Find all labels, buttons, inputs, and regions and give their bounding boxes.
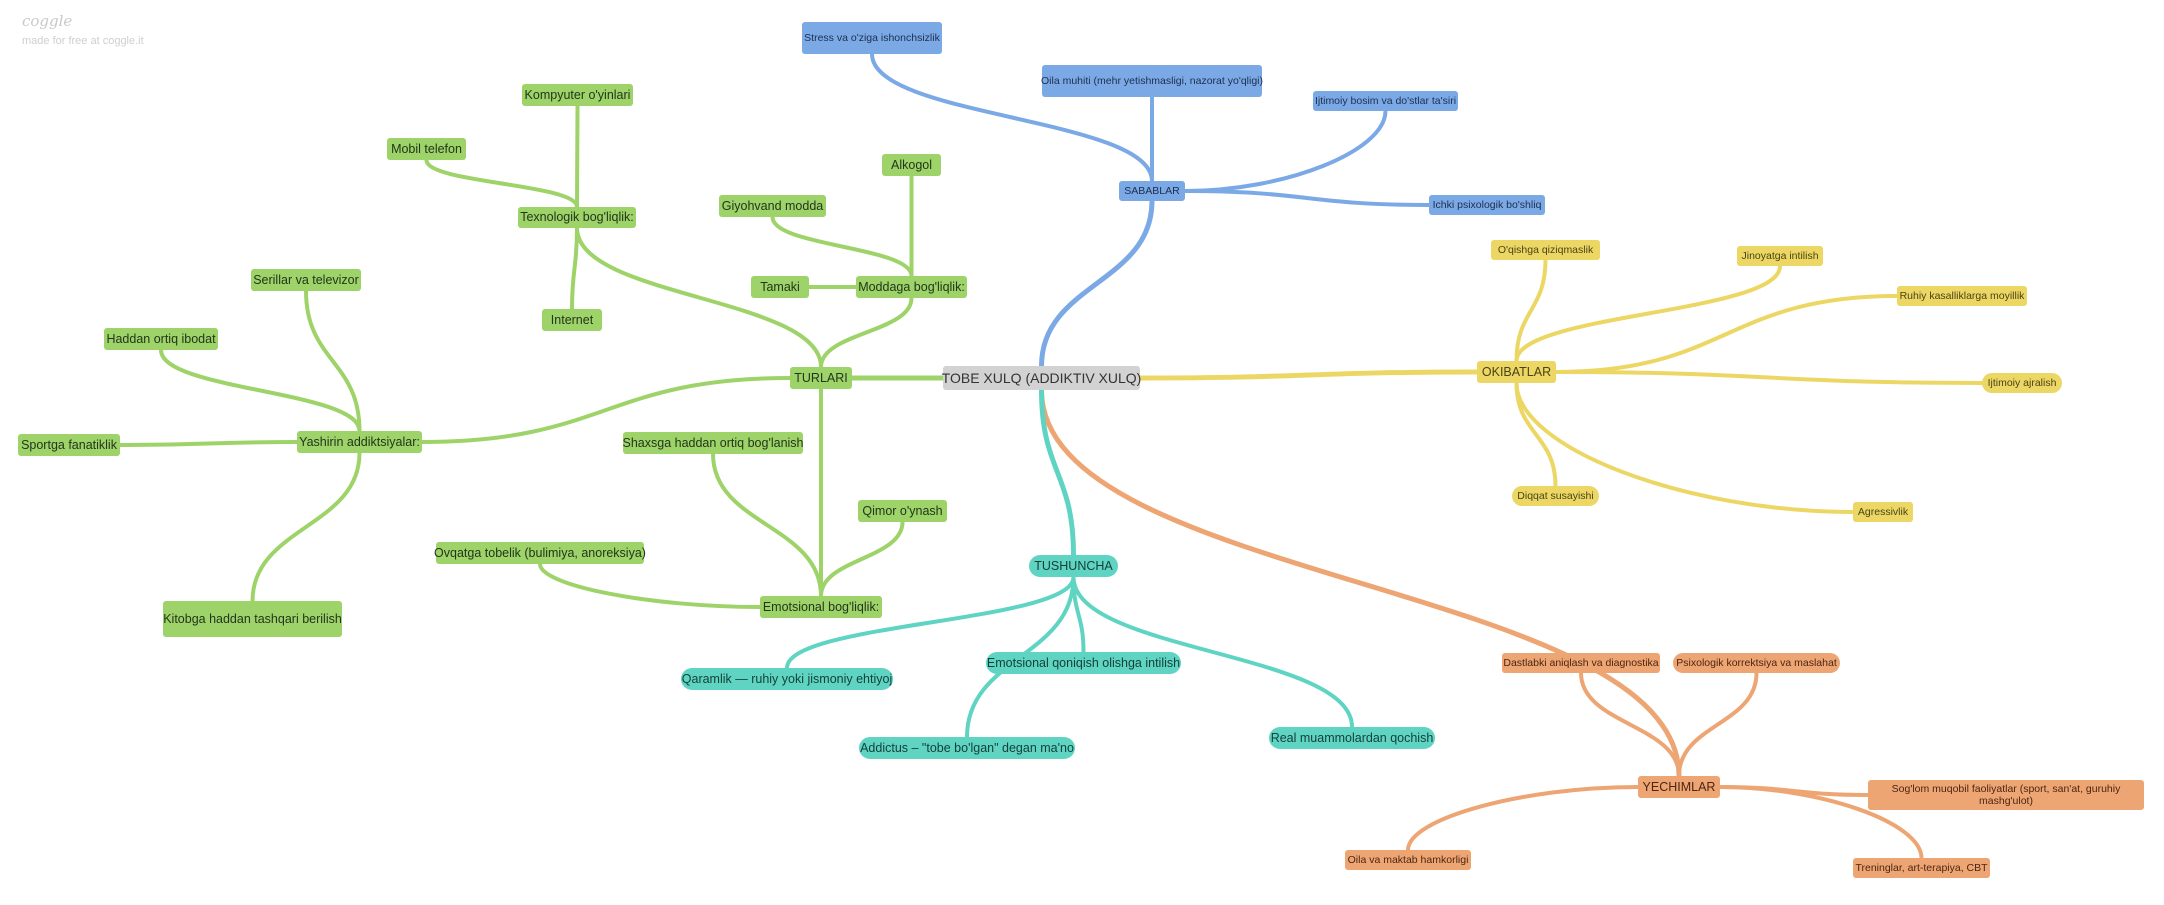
okibatlar-item[interactable]: Diqqat susayishi (1512, 486, 1599, 506)
connector-n-yec-n-yec1 (1677, 671, 1759, 778)
moddaga-item[interactable]: Tamaki (751, 276, 809, 298)
sabablar-item[interactable]: Stress va o'ziga ishonchsizlik (802, 22, 942, 54)
yechimlar-item[interactable]: Sog'lom muqobil faoliyatlar (sport, san'… (1868, 780, 2144, 810)
yashirin-item[interactable]: Serillar va televizor (251, 269, 361, 291)
sabablar-item[interactable]: Oila muhiti (mehr yetishmasligi, nazorat… (1041, 65, 1263, 97)
connector-n-oki-n-oki5 (1514, 381, 1558, 488)
coggle-logo: coggle (22, 12, 73, 30)
yashirin-item[interactable]: Kitobga haddan tashqari berilish (163, 601, 342, 637)
yechimlar-item[interactable]: Psixologik korrektsiya va maslahat (1673, 653, 1840, 673)
connector-n-oki-n-oki1 (1514, 264, 1782, 363)
connector-n-oki-n-oki2 (1554, 294, 1899, 374)
connector-n-yas-n-yas3 (250, 451, 362, 603)
connector-n-tex-n-tex0 (575, 104, 580, 209)
connector-n-central-n-yec (1039, 387, 1682, 779)
texnologik-item[interactable]: Kompyuter o'yinlari (522, 84, 633, 106)
connector-n-oki-n-oki0 (1514, 258, 1548, 363)
emotsional-item[interactable]: Shaxsga haddan ortiq bog'lanish (623, 432, 804, 454)
yashirin-item[interactable]: Sportga fanatiklik (18, 434, 120, 456)
sabablar-item[interactable]: Ichki psixologik bo'shliq (1429, 195, 1545, 215)
tushuncha-item[interactable]: Qaramlik — ruhiy yoki jismoniy ehtiyoj (681, 668, 893, 690)
turlari-texnologik[interactable]: Texnologik bog'liqlik: (518, 207, 636, 228)
branch-yechimlar[interactable]: YECHIMLAR (1638, 776, 1720, 798)
branch-turlari[interactable]: TURLARI (790, 367, 852, 389)
tushuncha-item[interactable]: Addictus – "tobe bo'lgan" degan ma'no (859, 737, 1075, 759)
connector-n-emo-n-emo0 (711, 452, 823, 598)
branch-tushuncha[interactable]: TUSHUNCHA (1029, 555, 1118, 577)
okibatlar-item[interactable]: O'qishga qiziqmaslik (1491, 240, 1600, 260)
branch-sabablar[interactable]: SABABLAR (1119, 181, 1185, 201)
connector-n-yas-n-yas1 (159, 348, 362, 433)
connector-n-tur-n-tex (575, 226, 823, 369)
sabablar-item[interactable]: Ijtimoiy bosim va do'stlar ta'siri (1313, 91, 1458, 111)
coggle-tagline: made for free at coggle.it (22, 35, 144, 47)
connector-n-tus-n-tus3 (1071, 575, 1354, 729)
connector-n-sab-n-sab0 (870, 52, 1154, 183)
connector-n-central-n-oki (1137, 369, 1480, 381)
turlari-yashirin[interactable]: Yashirin addiktsiyalar: (297, 431, 422, 453)
connector-n-oki-n-oki4 (1514, 381, 1855, 514)
central-node[interactable]: TOBE XULQ (ADDIKTIV XULQ) (942, 366, 1141, 390)
connector-n-emo-n-emo1 (819, 520, 905, 598)
connector-n-tur-n-mod (819, 296, 914, 369)
connector-n-oki-n-oki3 (1554, 370, 1984, 385)
turlari-emotsional[interactable]: Emotsional bog'liqlik: (760, 596, 882, 618)
tushuncha-item[interactable]: Real muammolardan qochish (1269, 727, 1435, 749)
okibatlar-item[interactable]: Ruhiy kasalliklarga moyillik (1897, 286, 2027, 306)
yechimlar-item[interactable]: Oila va maktab hamkorligi (1345, 850, 1471, 870)
connector-n-sab-n-sab2 (1183, 109, 1388, 193)
connector-n-tur-n-yas (420, 376, 792, 444)
connector-n-central-n-sab (1039, 198, 1155, 369)
connector-n-tex-n-tex2 (570, 226, 579, 311)
texnologik-item[interactable]: Internet (542, 309, 602, 331)
connector-n-emo-n-emo2 (538, 562, 762, 609)
moddaga-item[interactable]: Giyohvand modda (719, 195, 826, 217)
yechimlar-item[interactable]: Dastlabki aniqlash va diagnostika (1502, 653, 1660, 673)
moddaga-item[interactable]: Alkogol (882, 154, 941, 176)
connector-n-tex-n-tex1 (424, 158, 579, 209)
connector-n-tus-n-tus1 (785, 575, 1076, 670)
connector-n-yas-n-yas0 (304, 289, 362, 433)
connector-n-yas-n-yas2 (118, 440, 299, 447)
connector-n-sab-n-sab3 (1183, 189, 1431, 207)
yashirin-item[interactable]: Haddan ortiq ibodat (104, 328, 218, 350)
connector-n-mod-n-mod1 (770, 215, 914, 278)
turlari-moddaga[interactable]: Moddaga bog'liqlik: (856, 276, 967, 298)
connector-n-yec-n-yec4 (1406, 785, 1640, 852)
okibatlar-item[interactable]: Ijtimoiy ajralish (1982, 373, 2062, 393)
texnologik-item[interactable]: Mobil telefon (387, 138, 466, 160)
okibatlar-item[interactable]: Agressivlik (1853, 502, 1913, 522)
emotsional-item[interactable]: Qimor o'ynash (858, 500, 947, 522)
connector-n-central-n-tus (1039, 387, 1076, 558)
connector-n-yec-n-yec0 (1579, 671, 1681, 778)
tushuncha-item[interactable]: Emotsional qoniqish olishga intilish (986, 652, 1181, 674)
okibatlar-item[interactable]: Jinoyatga intilish (1737, 246, 1823, 266)
branch-okibatlar[interactable]: OKIBATLAR (1477, 361, 1556, 383)
yechimlar-item[interactable]: Treninglar, art-terapiya, CBT (1853, 858, 1990, 878)
connector-n-yec-n-yec3 (1718, 785, 1924, 860)
emotsional-item[interactable]: Ovqatga tobelik (bulimiya, anoreksiya) (434, 542, 646, 564)
